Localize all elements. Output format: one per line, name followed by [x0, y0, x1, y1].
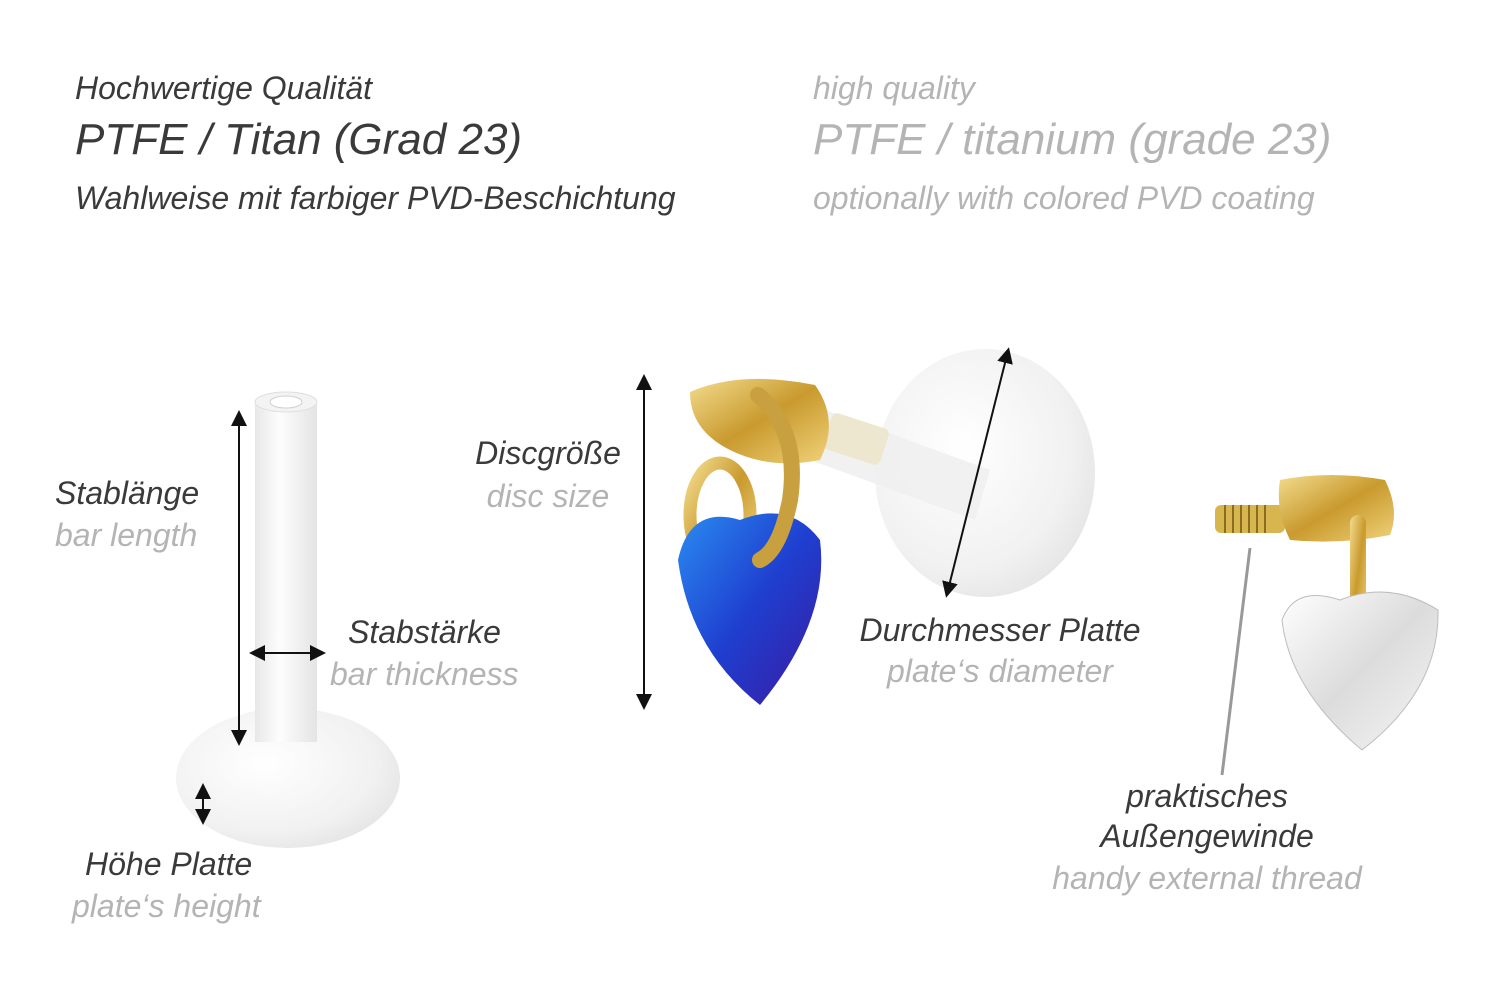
label-plate-height-de: Höhe Platte: [85, 846, 253, 882]
header-en-quality: high quality: [813, 70, 975, 106]
header-en-material: PTFE / titanium (grade 23): [813, 115, 1332, 164]
label-thread-de-2: Außengewinde: [1100, 818, 1314, 854]
label-disc-size-en: disc size: [486, 478, 610, 514]
label-bar-thickness-en: bar thickness: [330, 656, 519, 692]
label-plate-diameter-en: plate‘s diameter: [887, 653, 1113, 689]
label-bar-thickness-de: Stabstärke: [348, 614, 501, 650]
header-en-coating: optionally with colored PVD coating: [813, 180, 1315, 216]
dimension-arrows-middle: [636, 347, 1013, 710]
dimension-arrows-left: [195, 410, 326, 825]
labret-with-heart-illustration: [678, 349, 1095, 705]
heart-attachment-illustration: [1215, 475, 1439, 776]
label-disc-size-de: Discgröße: [475, 435, 621, 471]
label-bar-length-en: bar length: [55, 517, 198, 553]
label-thread-en: handy external thread: [1052, 860, 1362, 896]
header-de-quality: Hochwertige Qualität: [75, 70, 373, 106]
header-de-coating: Wahlweise mit farbiger PVD-Beschichtung: [75, 180, 676, 216]
header-de-material: PTFE / Titan (Grad 23): [75, 115, 523, 164]
label-thread-de-1: praktisches: [1126, 778, 1288, 814]
label-plate-diameter-de: Durchmesser Platte: [859, 612, 1141, 648]
label-bar-length-de: Stablänge: [55, 475, 200, 511]
label-plate-height-en: plate‘s height: [72, 888, 261, 924]
